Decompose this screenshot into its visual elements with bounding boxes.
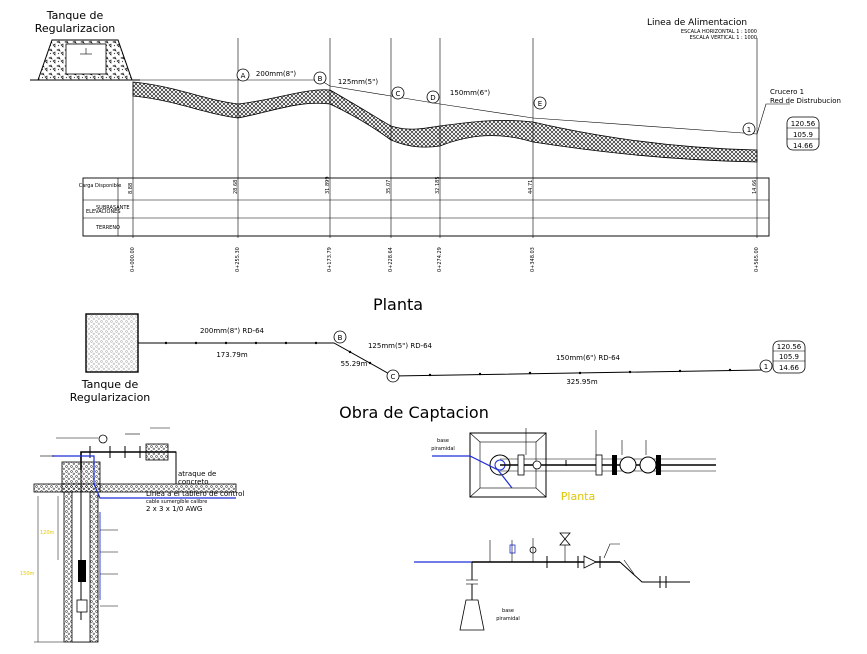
plan-seg1-length: 173.79m <box>216 351 247 359</box>
plan-seg1-label: 200mm(8") RD-64 <box>200 327 265 335</box>
node-d: D <box>430 94 435 102</box>
profile-elev-box: 120.56 105.9 14.66 <box>786 116 820 151</box>
svg-text:105.9: 105.9 <box>793 131 813 139</box>
plan-tank-label-1: Tanque de <box>81 378 139 391</box>
crucero-label-2: Red de Distrubucion <box>770 97 841 105</box>
svg-text:0+348.03: 0+348.03 <box>530 247 536 272</box>
base2-label-2: piramidal <box>496 616 520 622</box>
plan-ticks <box>164 341 732 377</box>
svg-text:0+000.00: 0+000.00 <box>130 247 136 272</box>
svg-text:0+565.00: 0+565.00 <box>754 247 760 272</box>
atraque-label-2: concreto <box>178 478 208 486</box>
plan-seg3-length: 325.95m <box>566 378 597 386</box>
captacion-section: Obra de Captacion <box>20 403 716 643</box>
captacion-elevation <box>414 532 690 631</box>
plan-section: Planta Tanque de Regularizacion 200mm(8"… <box>70 295 806 404</box>
profile-tank-label-1: Tanque de <box>46 9 104 22</box>
row-label-elev: ELEVACIONES <box>86 209 121 215</box>
captacion-title: Obra de Captacion <box>339 403 489 422</box>
plan-seg2-length: 55.29m <box>341 360 368 368</box>
gradient-line <box>133 79 758 135</box>
pipe-label-150: 150mm(6") <box>450 89 490 97</box>
svg-text:8.88: 8.88 <box>128 183 134 194</box>
profile-table: Carga Disponible ELEVACIONES SUBRASANTE … <box>79 177 770 272</box>
node-1: 1 <box>747 126 751 134</box>
base2-label-1: base <box>502 608 514 614</box>
node-b: B <box>318 75 323 83</box>
svg-text:0+173.79: 0+173.79 <box>327 247 333 272</box>
station-labels: 0+000.00 0+255.30 0+173.79 0+228.64 0+27… <box>130 247 760 272</box>
pipe-label-200: 200mm(8") <box>256 70 296 78</box>
cable-label-1: Linea a el tablero de control <box>146 490 244 498</box>
well-elevation <box>33 427 237 643</box>
svg-text:120.56: 120.56 <box>791 120 816 128</box>
plan-pipe <box>138 342 763 377</box>
pipe-label-125: 125mm(5") <box>338 78 378 86</box>
plan-node-c: C <box>391 373 396 381</box>
profile-nodes: A B C D E 1 <box>236 68 756 136</box>
profile-scale-h: ESCALA HORIZONTAL 1 : 1000 <box>681 29 757 35</box>
row-label-sub: SUBRASANTE <box>96 205 130 211</box>
cable-label-3: 2 x 3 x 1/0 AWG <box>146 505 202 513</box>
row-label-carga: Carga Disponible <box>79 183 122 189</box>
profile-section: Tanque de Regularizacion Linea de Alimen… <box>30 9 841 272</box>
svg-text:44.71: 44.71 <box>528 180 534 194</box>
plan-title: Planta <box>373 295 423 314</box>
depth-120: 120m <box>40 530 55 536</box>
profile-title: Linea de Alimentacion <box>647 18 747 28</box>
depth-150: 150m <box>20 571 35 577</box>
svg-text:0+228.64: 0+228.64 <box>388 247 394 272</box>
svg-text:0+274.29: 0+274.29 <box>437 247 443 272</box>
profile-tank <box>30 39 140 81</box>
svg-text:105.9: 105.9 <box>779 353 799 361</box>
svg-text:32.185: 32.185 <box>435 177 441 195</box>
captacion-planta-label: Planta <box>561 490 595 503</box>
svg-text:14.66: 14.66 <box>752 180 758 194</box>
svg-text:35.07: 35.07 <box>386 180 392 194</box>
crucero-label-1: Crucero 1 <box>770 88 804 96</box>
plan-elev-box: 120.56 105.9 14.66 <box>772 340 806 374</box>
atraque-label-1: atraque de <box>178 470 216 478</box>
svg-text:0+255.30: 0+255.30 <box>235 247 241 272</box>
svg-text:28.68: 28.68 <box>233 180 239 194</box>
svg-text:14.66: 14.66 <box>793 142 814 150</box>
profile-scale-v: ESCALA VERTICAL 1 : 1000 <box>690 35 757 41</box>
plan-seg3-label: 150mm(6") RD-64 <box>556 354 621 362</box>
profile-tank-label-2: Regularizacion <box>35 22 116 35</box>
cable-label-2: cable sumergible calibre <box>146 499 207 505</box>
base-label-2: piramidal <box>431 446 455 452</box>
base-label-1: base <box>437 438 449 444</box>
node-a: A <box>241 72 246 80</box>
terrain-band <box>132 81 758 163</box>
plan-node-b: B <box>338 334 343 342</box>
row-label-terreno: TERRENO <box>95 225 120 231</box>
plan-tank <box>85 313 139 373</box>
svg-text:120.56: 120.56 <box>777 343 802 351</box>
svg-text:14.66: 14.66 <box>779 364 800 372</box>
node-c: C <box>396 90 401 98</box>
plan-node-1: 1 <box>764 363 768 371</box>
node-e: E <box>538 100 542 108</box>
captacion-plan <box>432 428 716 498</box>
carga-values: 8.88 28.68 31.899 35.07 32.185 44.71 14.… <box>128 177 758 195</box>
plan-seg2-label: 125mm(5") RD-64 <box>368 342 433 350</box>
svg-text:31.899: 31.899 <box>325 177 331 195</box>
plan-tank-label-2: Regularizacion <box>70 391 151 404</box>
